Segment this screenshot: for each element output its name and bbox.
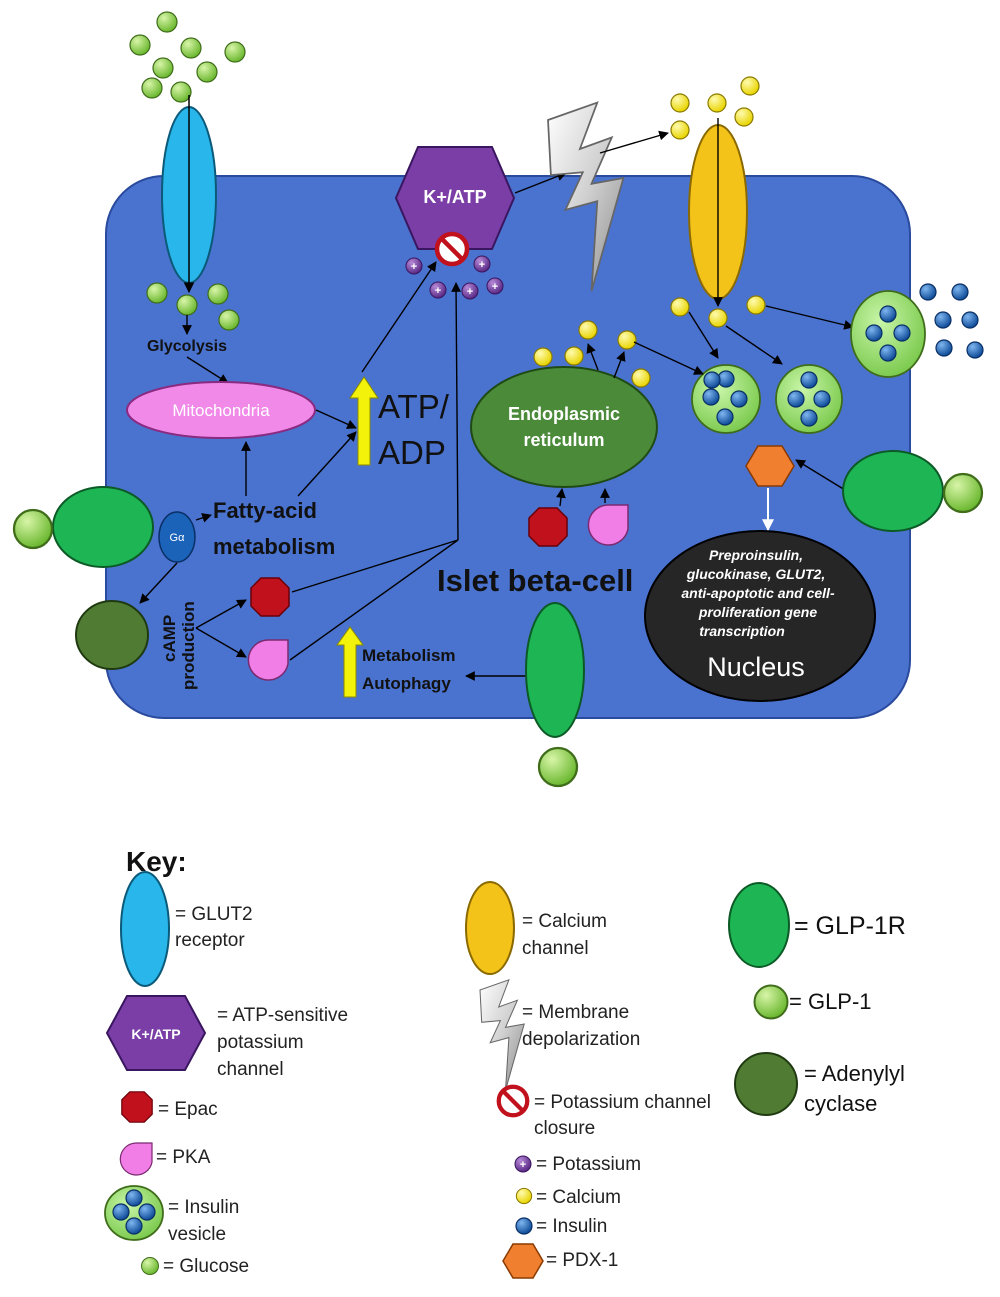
key-katp-icon [105,995,207,1071]
key-glp1r-label: = GLP-1R [794,912,906,940]
potassium-channel-closure-icon [437,234,467,264]
metabolism-label: Metabolism [362,646,456,665]
autophagy-label: Autophagy [362,674,451,693]
key-katp-icon-label: K+/ATP [131,1026,180,1042]
insulin-released [919,283,984,359]
glucose-cluster-outside [129,11,246,103]
camp-label-line1: cAMP [160,615,179,662]
key-pdx1-label: = PDX-1 [546,1250,618,1271]
key-insulin-vesicle-line2: vesicle [168,1224,226,1245]
key-title: Key: [126,846,187,877]
atp-adp-label-line2: ADP [378,434,446,471]
key-calcium-channel-line2: channel [522,938,589,959]
nucleus [644,530,876,702]
mitochondria-label: Mitochondria [172,401,270,420]
key-adenylyl-line2: cyclase [804,1091,877,1116]
metabolism-up-arrow [336,626,364,698]
epac-cell [250,577,290,617]
key-potassium-label: = Potassium [536,1154,641,1175]
nucleus-text-line3: anti-apoptotic and cell- [681,585,835,601]
key-k-closure-icon [499,1087,528,1116]
key-epac-icon [121,1091,153,1123]
pka-cell [247,639,289,681]
key-glucose-label: = Glucose [163,1256,249,1277]
nucleus-text-line1: Preproinsulin, [709,547,803,563]
fatty-acid-label-line1: Fatty-acid [213,498,317,523]
glp1r-bottom [525,602,585,738]
key-calcium-channel-line1: = Calcium [522,911,607,932]
key-katp-line3: channel [217,1059,284,1080]
key-glut2-line1: = GLUT2 [175,904,253,925]
katp-channel [394,146,516,250]
pka-er [587,504,629,546]
glp1r-right [842,450,944,532]
key-insulin-vesicle-icon [104,1185,164,1241]
er-label-line1: Endoplasmic [508,404,620,424]
key-k-closure-line2: closure [534,1118,595,1139]
key-insulin-vesicle-line1: = Insulin [168,1197,239,1218]
key-epac-label: = Epac [158,1099,218,1120]
nucleus-text-line2: glucokinase, GLUT2, [686,566,825,582]
key-adenylyl-icon [734,1052,798,1116]
adenylyl-cyclase [75,600,149,670]
nucleus-text-line5: transcription [699,623,785,639]
key-katp-line2: potassium [217,1032,304,1053]
key-pka-icon [119,1142,153,1176]
key-glut2-icon [120,871,170,987]
nucleus-text-line4: proliferation gene [698,604,817,620]
key-depolarization-icon [479,979,525,1091]
glycolysis-label: Glycolysis [147,338,227,355]
key-glp1-icon [753,984,789,1020]
camp-label-line2: production [179,601,198,690]
insulin-vesicle-1 [691,364,761,434]
key-k-closure-line1: = Potassium channel [534,1092,711,1113]
key-glut2-line2: receptor [175,930,245,951]
mitochondria [126,381,316,439]
key-glp1-label: = GLP-1 [789,989,872,1014]
nucleus-title: Nucleus [707,652,805,682]
epac-er [528,507,568,547]
insulin-vesicle-2 [775,364,843,434]
glp1-left [12,508,54,550]
key-potassium-icon [514,1155,532,1173]
key-insulin-label: = Insulin [536,1216,607,1237]
glp1-right [942,472,984,514]
fatty-acid-label-line2: metabolism [213,534,335,559]
key-calcium-icon [515,1187,533,1205]
katp-label: K+/ATP [423,187,486,207]
g-alpha-subunit [158,511,196,563]
er-label-line2: reticulum [523,430,604,450]
key-adenylyl-line1: = Adenylyl [804,1061,905,1086]
atp-adp-label-line1: ATP/ [378,388,450,425]
key-depolarization-line1: = Membrane [522,1002,629,1023]
atp-adp-up-arrow [349,376,379,466]
key-glp1r-icon [728,882,790,968]
glp1r-left [52,486,154,568]
g-alpha-label: Gα [170,532,186,544]
key-glucose-icon [140,1256,160,1276]
key-calcium-channel-icon [465,881,515,975]
islet-beta-cell-label: Islet beta-cell [437,563,633,598]
pdx1-hexagon [745,445,795,487]
key-katp-line1: = ATP-sensitive [217,1005,348,1026]
endoplasmic-reticulum [470,366,658,488]
key-calcium-label: = Calcium [536,1187,621,1208]
insulin-vesicle-exocytosis [850,290,926,378]
key-insulin-icon [515,1217,533,1235]
key-pdx1-icon [502,1243,544,1279]
key-depolarization-line2: depolarization [522,1029,640,1050]
key-pka-label: = PKA [156,1147,211,1168]
glp1-bottom [537,746,579,788]
